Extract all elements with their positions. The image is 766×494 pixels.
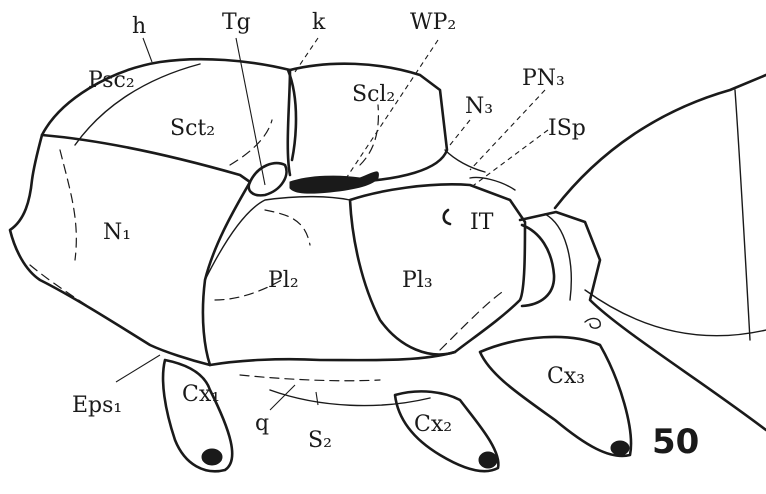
leader-isp <box>470 130 548 188</box>
n1-dash <box>60 150 76 260</box>
pl2-dash-2 <box>265 210 310 245</box>
sternum-outline <box>210 352 455 365</box>
label-tg: Tg <box>222 12 251 34</box>
q-dash <box>240 375 380 381</box>
label-pl2: Pl₂ <box>268 270 299 292</box>
cx3-joint <box>611 441 629 455</box>
label-scl2: Scl₂ <box>352 84 395 106</box>
n3-outline <box>445 150 485 172</box>
isp-mark <box>444 210 450 224</box>
leader-q <box>270 385 295 410</box>
figure-number: 50 <box>652 425 699 459</box>
leader-eps <box>116 355 160 382</box>
wing-outline <box>555 75 766 208</box>
n1-outline <box>10 135 250 365</box>
petiole-hook <box>585 319 600 329</box>
leader-h <box>143 38 152 62</box>
label-k: k <box>312 12 325 34</box>
cx3-outline <box>480 337 631 456</box>
leader-n3 <box>450 120 470 145</box>
leader-tg <box>236 38 265 185</box>
label-sct2: Sct₂ <box>170 118 215 140</box>
petiole-ring <box>522 225 554 306</box>
label-isp: ISp <box>548 118 586 140</box>
tegula <box>249 163 287 195</box>
leader-s2 <box>316 392 318 405</box>
label-psc2: Psc₂ <box>88 70 135 92</box>
label-cx1: Cx₁ <box>182 384 220 406</box>
wing-vein <box>735 90 750 340</box>
cx2-joint <box>479 452 497 468</box>
petiole-ring-inner <box>545 214 571 300</box>
label-cx2: Cx₂ <box>414 414 452 436</box>
label-pn3: PN₃ <box>522 68 565 90</box>
label-n3: N₃ <box>465 96 493 118</box>
sct2-outline <box>42 59 290 175</box>
label-eps1: Eps₁ <box>72 395 122 417</box>
label-s2: S₂ <box>308 430 332 452</box>
label-wp2: WP₂ <box>410 12 456 34</box>
sct2-dash <box>230 120 272 165</box>
wing-lower-edge <box>585 290 766 336</box>
label-pl3: Pl₃ <box>402 270 433 292</box>
label-it: IT <box>470 212 493 234</box>
scl2-dash <box>360 105 378 165</box>
label-q: q <box>255 413 269 435</box>
cx1-joint <box>202 449 222 465</box>
label-h: h <box>132 16 146 38</box>
leader-wp <box>345 40 438 180</box>
label-cx3: Cx₃ <box>547 366 585 388</box>
abdomen-petiole <box>520 212 766 430</box>
pl3-outline <box>350 184 525 354</box>
label-n1: N₁ <box>103 222 131 244</box>
wing-process <box>290 172 378 193</box>
